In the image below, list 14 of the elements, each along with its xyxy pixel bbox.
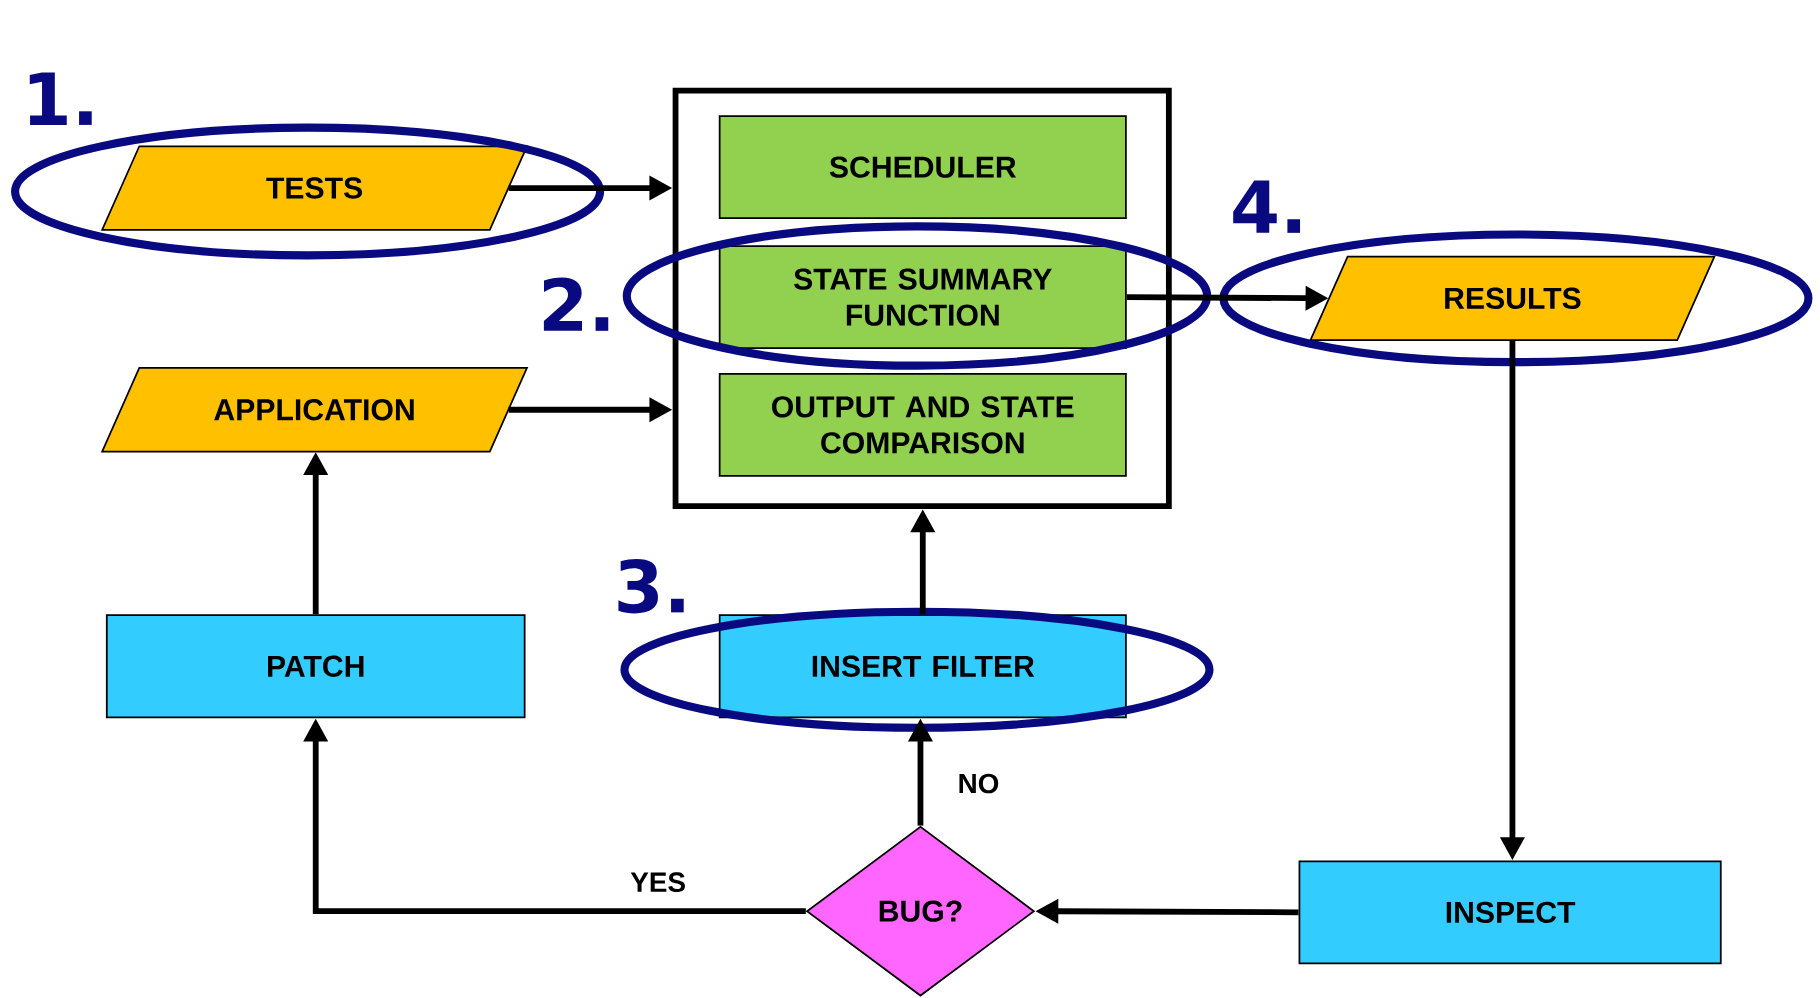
process-box: STATE SUMMARY FUNCTION — [718, 245, 1127, 349]
data-parallelogram: RESULTS — [1309, 255, 1716, 341]
edge-label: NO — [955, 771, 1002, 796]
callout-number: 3. — [618, 558, 684, 614]
callout-number: 4. — [1233, 180, 1301, 233]
callout-number: 1. — [29, 72, 92, 125]
process-box: OUTPUT AND STATE COMPARISON — [718, 372, 1127, 477]
process-box: SCHEDULER — [718, 115, 1127, 219]
process-box: INSPECT — [1298, 860, 1722, 965]
component-frame — [672, 87, 1172, 509]
process-box: INSERT FILTER — [718, 614, 1127, 719]
edge-label: YES — [627, 869, 689, 895]
callout-number: 2. — [543, 277, 609, 331]
process-box: PATCH — [105, 614, 526, 719]
